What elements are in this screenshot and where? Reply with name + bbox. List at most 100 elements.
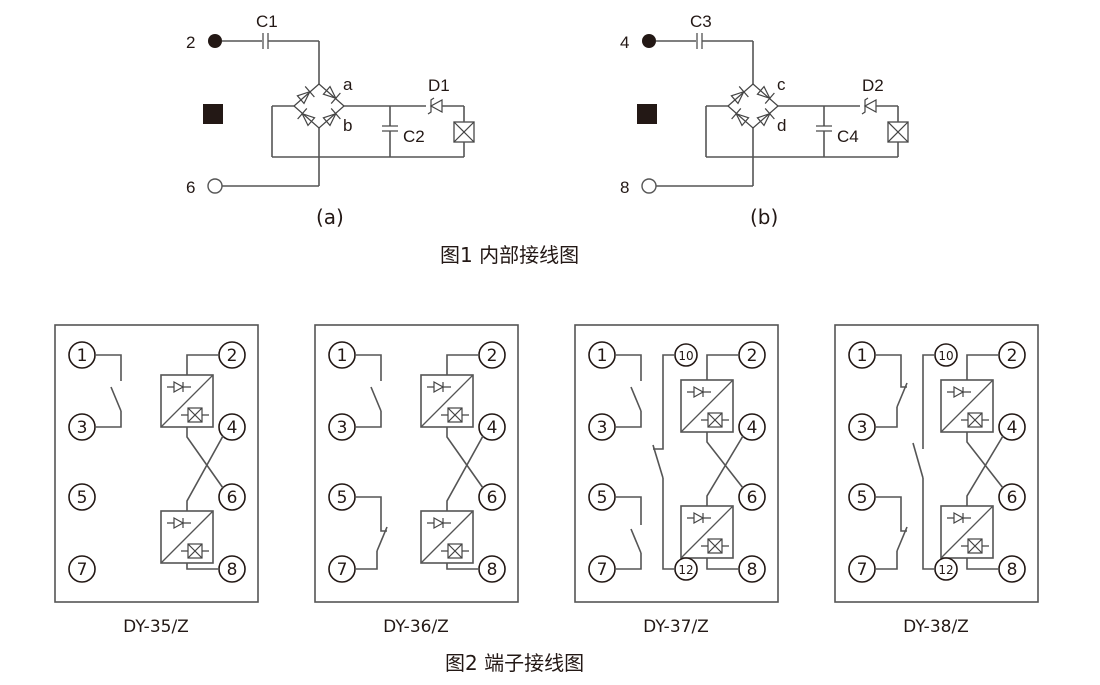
wire xyxy=(446,435,484,511)
relay-unit-icon xyxy=(681,506,733,558)
wire xyxy=(186,427,224,489)
terminal-number: 2 xyxy=(227,346,238,366)
wire xyxy=(630,528,642,554)
wire xyxy=(875,354,907,388)
relay-unit-icon xyxy=(941,380,993,432)
node-label: b xyxy=(343,116,352,135)
wire xyxy=(110,386,122,412)
relay-coil-icon xyxy=(887,121,909,143)
relay-coil-icon xyxy=(453,121,475,143)
wire xyxy=(922,354,935,449)
terminal-number: 1 xyxy=(337,346,348,366)
terminal-circle-icon xyxy=(478,413,506,441)
terminal-number: 8 xyxy=(747,560,758,580)
wire xyxy=(966,435,1004,506)
panel-frame xyxy=(574,324,779,603)
terminal-number: 5 xyxy=(857,488,868,508)
model-label: DY-35/Z xyxy=(123,617,189,637)
wire xyxy=(186,354,219,375)
wire xyxy=(370,386,382,412)
terminal-number: 8 xyxy=(487,560,498,580)
panel-frame xyxy=(834,324,1039,603)
diode-label: D1 xyxy=(428,76,450,95)
wire xyxy=(376,526,388,552)
wire xyxy=(662,478,675,570)
circuit-b: 4 C3 c d 8 C4 xyxy=(620,12,909,229)
terminal-number: 7 xyxy=(337,560,348,580)
terminal-circle-icon xyxy=(478,483,506,511)
wire xyxy=(653,354,675,450)
terminal-number: 1 xyxy=(597,346,608,366)
wire xyxy=(355,551,378,570)
wire xyxy=(355,411,382,428)
model-label: DY-37/Z xyxy=(643,617,709,637)
terminal-number: 1 xyxy=(77,346,88,366)
wire xyxy=(615,411,642,428)
terminal-label: 4 xyxy=(620,33,629,52)
wire xyxy=(896,526,908,552)
terminal-circle-icon xyxy=(998,483,1026,511)
terminal-label: 2 xyxy=(186,33,195,52)
relay-unit-icon xyxy=(161,511,213,563)
terminal-number: 4 xyxy=(487,418,498,438)
wire xyxy=(966,354,999,380)
wire xyxy=(706,432,744,489)
terminal-number: 12 xyxy=(678,563,693,577)
terminal-circle-icon xyxy=(68,555,96,583)
terminal-number: 7 xyxy=(77,560,88,580)
terminal-number: 12 xyxy=(938,563,953,577)
square-marker-icon xyxy=(203,104,223,124)
wire xyxy=(896,382,908,408)
model-label: DY-36/Z xyxy=(383,617,449,637)
terminal-number: 10 xyxy=(678,349,693,363)
circuit-a: 2 C1 a b 6 xyxy=(186,12,475,229)
wire xyxy=(186,563,219,570)
terminal-number: 6 xyxy=(487,488,498,508)
wire xyxy=(706,558,739,570)
terminal-number: 10 xyxy=(938,349,953,363)
square-marker-icon xyxy=(637,104,657,124)
node-label: a xyxy=(343,75,353,94)
terminal-number: 2 xyxy=(1007,346,1018,366)
relay-unit-icon xyxy=(681,380,733,432)
terminal-number: 2 xyxy=(747,346,758,366)
terminal-number: 4 xyxy=(747,418,758,438)
model-label: DY-38/Z xyxy=(903,617,969,637)
capacitor-label: C4 xyxy=(837,127,859,146)
wire xyxy=(355,354,382,381)
relay-unit-icon xyxy=(421,375,473,427)
bridge-rectifier-icon xyxy=(293,83,345,129)
node-label: c xyxy=(777,75,786,94)
terminal-circle-icon xyxy=(738,483,766,511)
sublabel: (a) xyxy=(316,205,344,229)
wire xyxy=(95,411,122,428)
terminal-circle-icon xyxy=(218,413,246,441)
terminal-number: 2 xyxy=(487,346,498,366)
relay-unit-icon xyxy=(941,506,993,558)
wire xyxy=(446,354,479,375)
terminal-number: 3 xyxy=(597,418,608,438)
wire xyxy=(875,407,898,428)
terminal-number: 5 xyxy=(337,488,348,508)
terminal-number: 4 xyxy=(227,418,238,438)
capacitor-label: C3 xyxy=(690,12,712,31)
node-label: d xyxy=(777,116,786,135)
wire xyxy=(355,496,387,532)
panel-frame xyxy=(314,324,519,603)
wire xyxy=(652,444,664,479)
terminal-open-icon xyxy=(207,178,223,194)
wire xyxy=(966,432,1004,489)
terminal-open-icon xyxy=(641,178,657,194)
terminal-circle-icon xyxy=(998,413,1026,441)
wire xyxy=(912,442,924,479)
figure2-caption: 图2 端子接线图 xyxy=(445,651,584,675)
terminal-number: 6 xyxy=(227,488,238,508)
capacitor-label: C2 xyxy=(403,127,425,146)
wire xyxy=(706,354,739,380)
relay-unit-icon xyxy=(421,511,473,563)
